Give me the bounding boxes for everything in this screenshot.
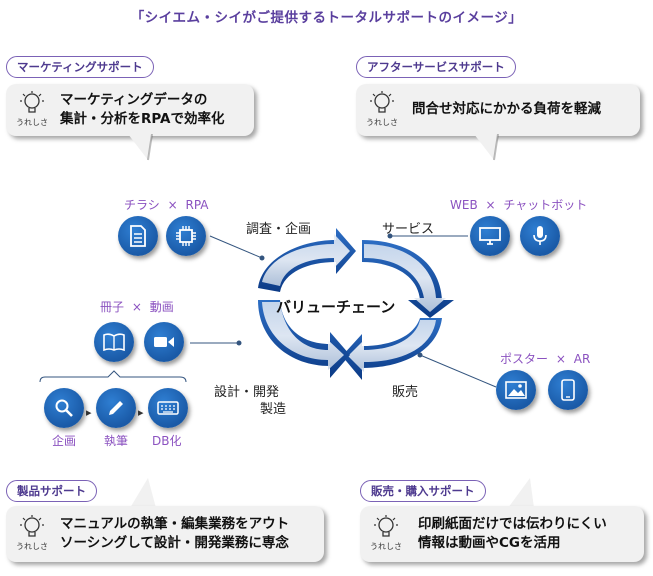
label-web: WEB <box>450 198 478 212</box>
bulb-caption: うれしさ <box>12 117 52 128</box>
after-service-line-1: 問合せ対応にかかる負荷を軽減 <box>412 100 601 119</box>
group-label-flyer: チラシ × RPA <box>124 196 209 213</box>
marketing-line-2: 集計・分析をRPAで効率化 <box>60 110 225 129</box>
times-symbol: × <box>556 352 566 366</box>
label-flyer: チラシ <box>124 198 160 212</box>
bubble-tail-marketing <box>128 134 158 162</box>
marketing-line-1: マーケティングデータの <box>60 91 225 110</box>
bubble-product: うれしさ マニュアルの執筆・編集業務をアウト ソーシングして設計・開発業務に専念 <box>6 506 324 562</box>
tag-after-service-support: アフターサービスサポート <box>356 56 516 78</box>
pen-icon <box>96 388 136 428</box>
product-line-2: ソーシングして設計・開発業務に専念 <box>60 534 289 553</box>
step-database: DB化 <box>152 432 181 449</box>
document-icon <box>118 216 158 256</box>
stage-planning: 調査・企画 <box>246 218 311 237</box>
bubble-sales: うれしさ 印刷紙面だけでは伝わりにくい 情報は動画やCGを活用 <box>360 506 644 562</box>
tag-sales-purchase-support: 販売・購入サポート <box>360 480 486 502</box>
sales-line-2: 情報は動画やCGを活用 <box>418 534 607 553</box>
label-booklet: 冊子 <box>100 300 124 314</box>
lightbulb-icon: うれしさ <box>12 514 52 552</box>
bulb-caption: うれしさ <box>12 541 52 552</box>
bubble-tail-product <box>126 478 160 508</box>
smartphone-icon <box>548 370 588 410</box>
label-poster: ポスター <box>500 352 548 366</box>
stage-service: サービス <box>382 218 434 237</box>
sales-line-1: 印刷紙面だけでは伝わりにくい <box>418 515 607 534</box>
bubble-tail-after-service <box>474 134 504 162</box>
bubble-marketing: うれしさ マーケティングデータの 集計・分析をRPAで効率化 <box>6 84 254 136</box>
step-writing: 執筆 <box>104 432 128 449</box>
times-symbol: × <box>486 198 496 212</box>
times-symbol: × <box>168 198 178 212</box>
keyboard-icon <box>148 388 188 428</box>
stage-manufacturing: 製造 <box>260 398 286 417</box>
cpu-chip-icon <box>166 216 206 256</box>
lightbulb-icon: うれしさ <box>362 90 402 128</box>
image-icon <box>496 370 536 410</box>
label-rpa: RPA <box>185 198 208 212</box>
group-label-booklet: 冊子 × 動画 <box>100 298 174 315</box>
search-icon <box>44 388 84 428</box>
bubble-tail-sales <box>504 478 538 508</box>
group-label-web: WEB × チャットボット <box>450 196 587 213</box>
stage-sales: 販売 <box>392 381 418 400</box>
tag-marketing-support: マーケティングサポート <box>6 56 154 78</box>
label-ar: AR <box>574 352 591 366</box>
lightbulb-icon: うれしさ <box>12 90 52 128</box>
step-planning: 企画 <box>52 432 76 449</box>
product-line-1: マニュアルの執筆・編集業務をアウト <box>60 515 289 534</box>
bubble-after-service: うれしさ 問合せ対応にかかる負荷を軽減 <box>356 84 640 136</box>
monitor-icon <box>470 216 510 256</box>
book-icon <box>94 322 134 362</box>
tag-product-support: 製品サポート <box>6 480 97 502</box>
times-symbol: × <box>132 300 142 314</box>
microphone-icon <box>520 216 560 256</box>
group-label-poster: ポスター × AR <box>500 350 590 367</box>
bulb-caption: うれしさ <box>362 117 402 128</box>
video-camera-icon <box>144 322 184 362</box>
label-chatbot: チャットボット <box>503 198 587 212</box>
bracket-line <box>40 371 186 382</box>
label-video: 動画 <box>150 300 174 314</box>
connector-line-flyer <box>210 236 262 258</box>
bulb-caption: うれしさ <box>366 541 406 552</box>
lightbulb-icon: うれしさ <box>366 514 406 552</box>
value-chain-label: バリューチェーン <box>276 296 395 317</box>
connector-line-poster <box>420 355 496 387</box>
